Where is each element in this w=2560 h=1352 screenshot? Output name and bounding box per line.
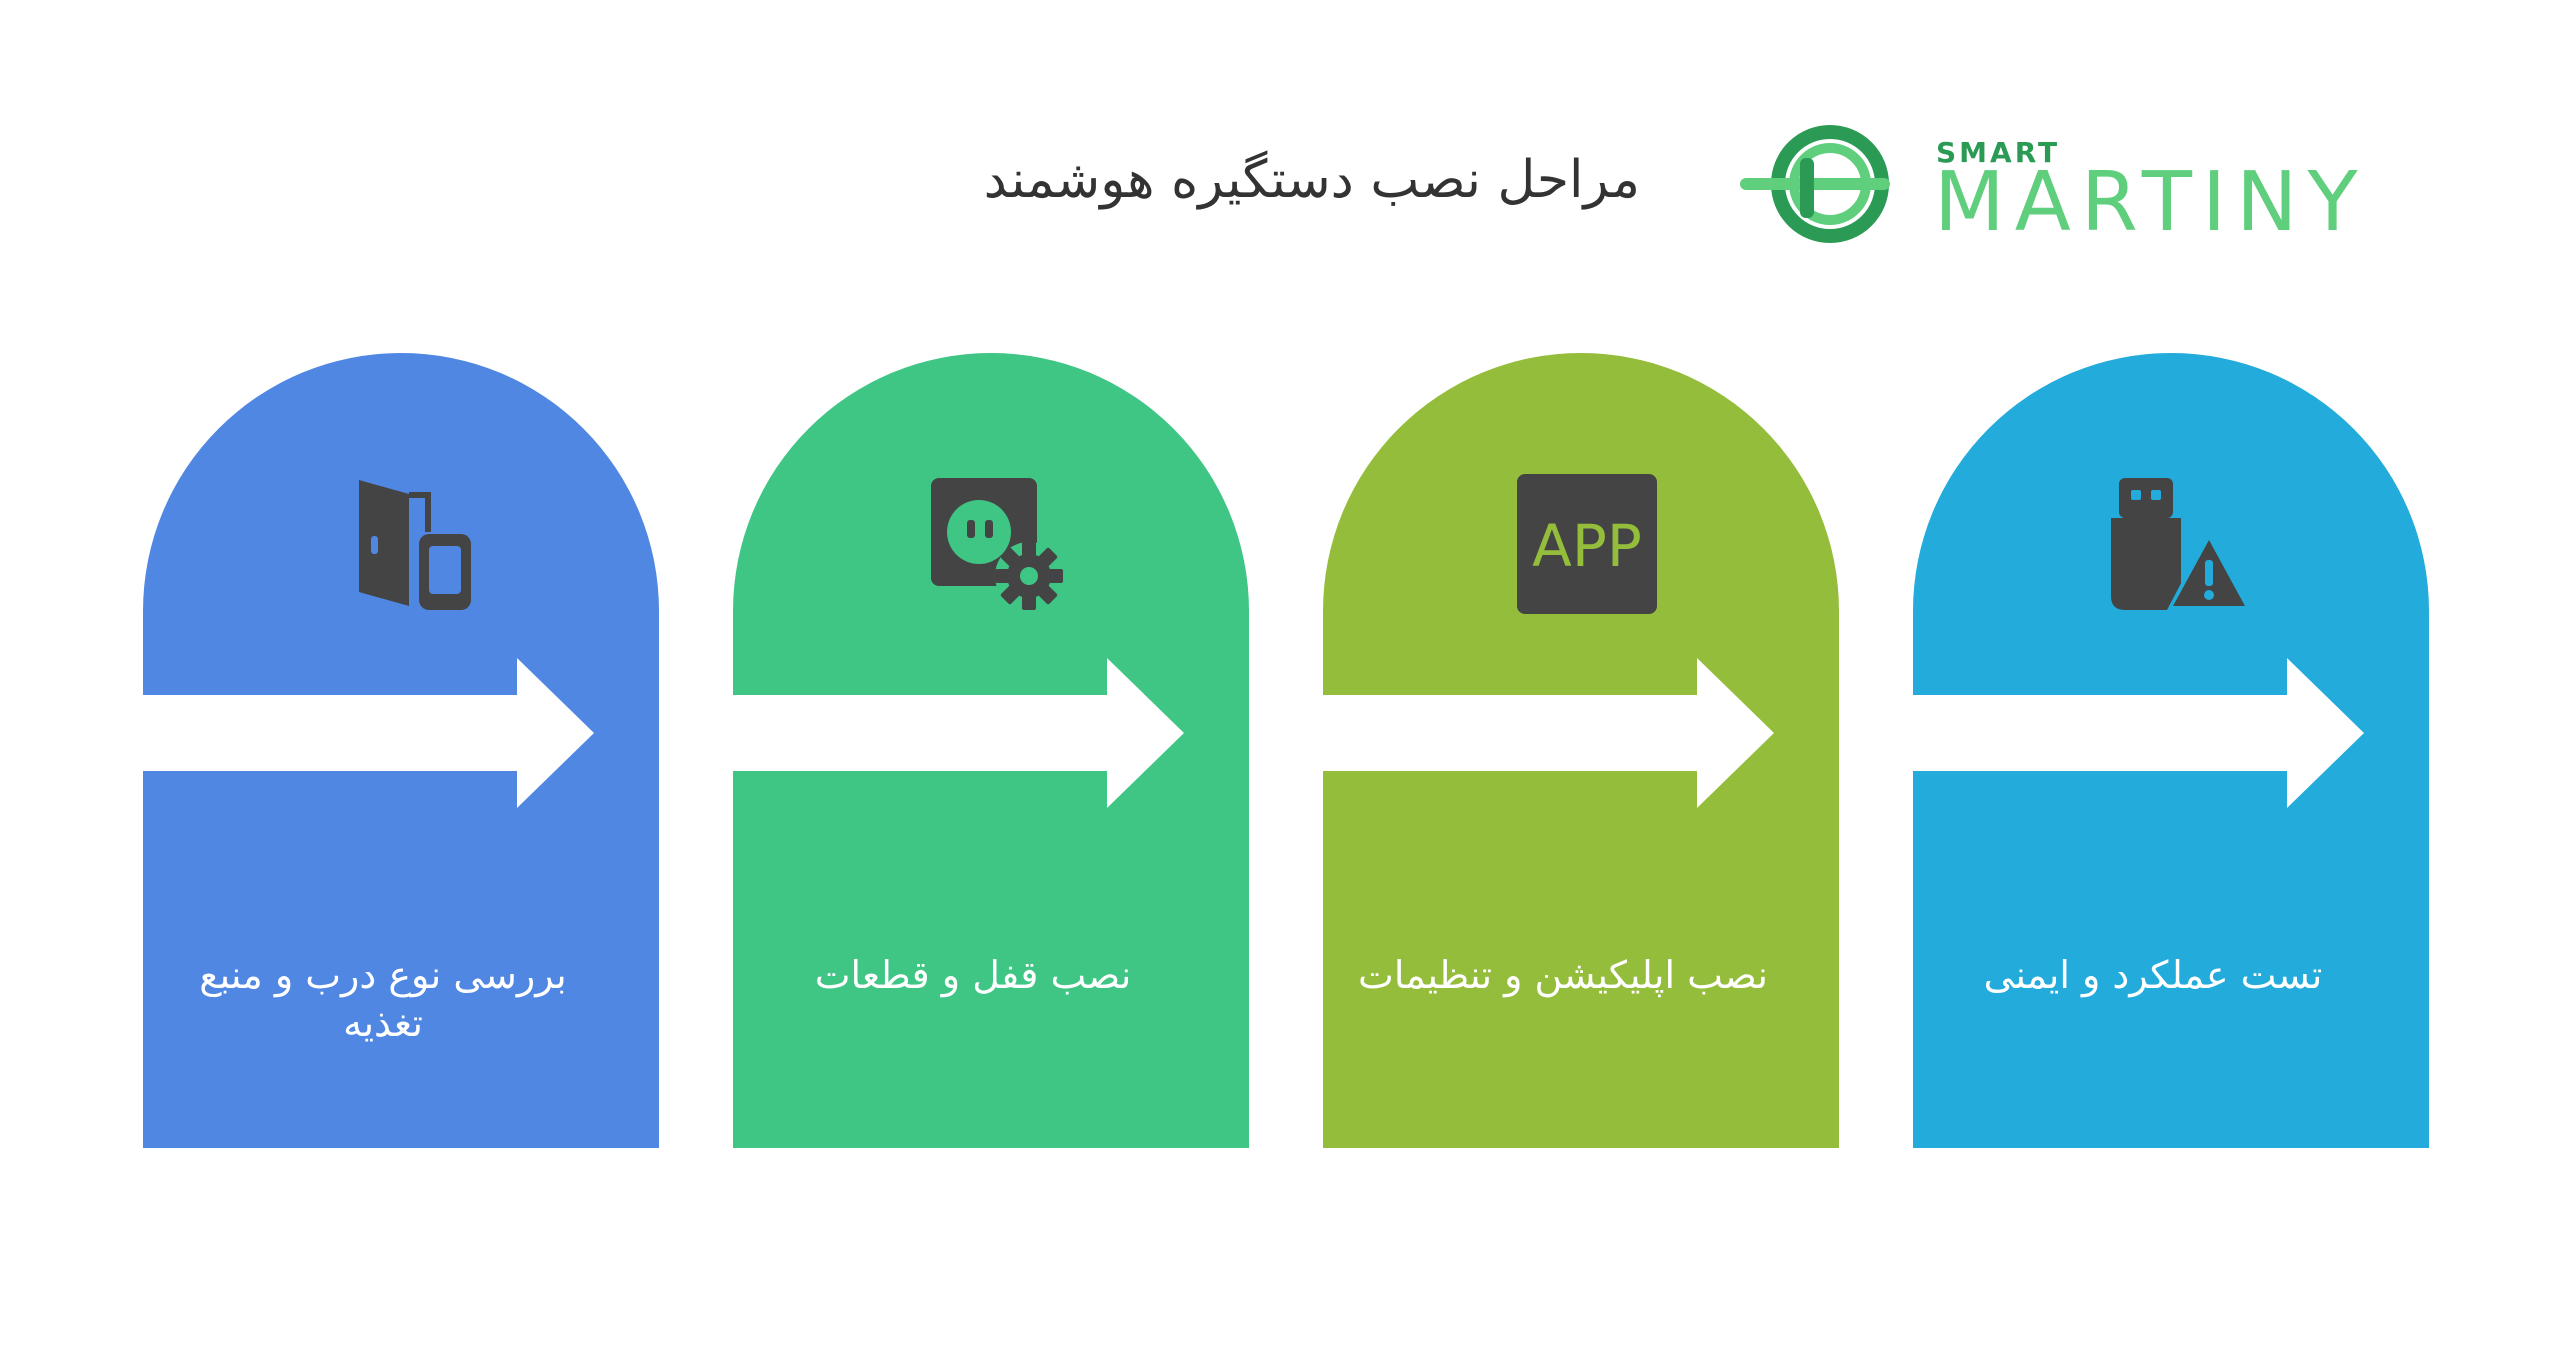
- step-label: نصب قفل و قطعات: [814, 953, 1132, 997]
- step-card-2: نصب قفل و قطعات: [733, 353, 1249, 1148]
- logo-small-text: SMART: [1936, 136, 2061, 169]
- usb-warning-icon: [2111, 478, 2251, 610]
- app-icon-text: APP: [1532, 512, 1642, 580]
- plug-settings-icon: [931, 478, 1063, 610]
- arrow-right-icon: [1323, 658, 1774, 808]
- logo-big-text: MARTINY: [1934, 155, 2368, 250]
- step-card-1: بررسی نوع درب و منبع تغذیه: [143, 353, 659, 1148]
- arrow-right-icon: [733, 658, 1184, 808]
- step-card-4: تست عملکرد و ایمنی: [1913, 353, 2429, 1148]
- arrow-right-icon: [1913, 658, 2364, 808]
- step-card-3: APP نصب اپلیکیشن و تنظیمات: [1323, 353, 1839, 1148]
- steps-container: بررسی نوع درب و منبع تغذیه: [0, 353, 2560, 1153]
- door-phone-icon: [359, 480, 471, 610]
- step-label: نصب اپلیکیشن و تنظیمات: [1358, 953, 1768, 997]
- arrow-right-icon: [143, 658, 594, 808]
- logo-mark-icon: [1740, 125, 1890, 243]
- app-icon: APP: [1517, 474, 1657, 614]
- brand-logo: SMART MARTINY: [1740, 118, 2440, 254]
- step-label: بررسی نوع درب و منبع تغذیه: [199, 953, 567, 1045]
- step-label: تست عملکرد و ایمنی: [1983, 953, 2323, 997]
- page-title: مراحل نصب دستگیره هوشمند: [983, 150, 1640, 210]
